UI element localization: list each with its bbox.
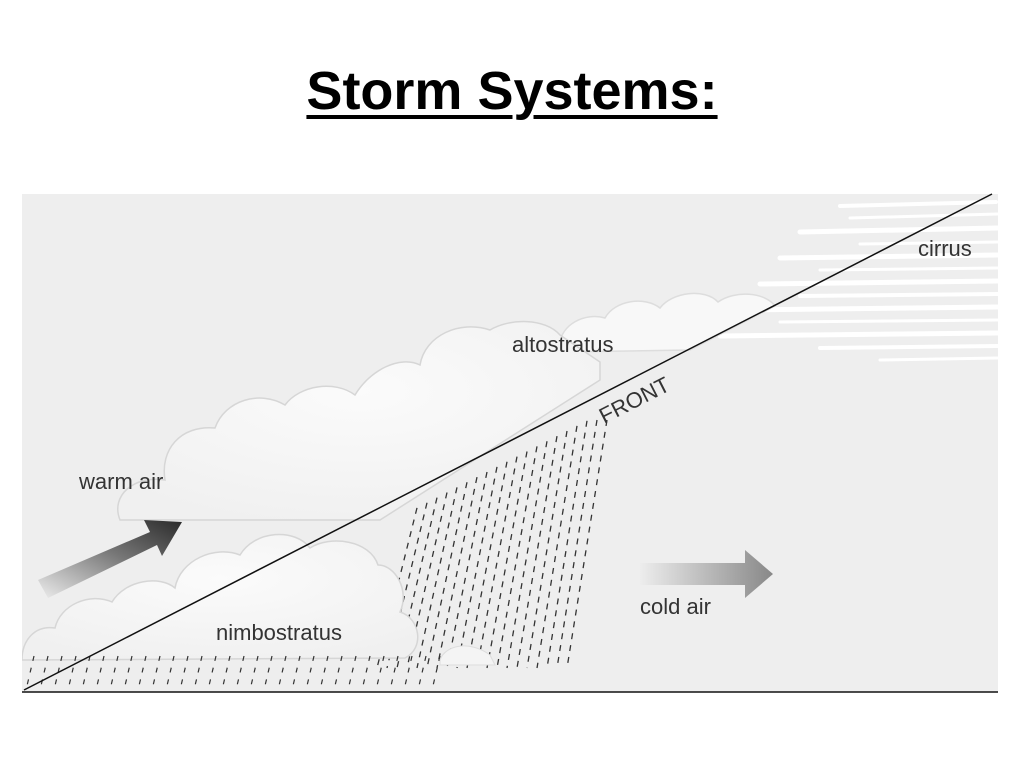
front-line (23, 193, 993, 691)
altostratus-cloud-small (559, 292, 777, 353)
warm-air-arrow (38, 520, 182, 598)
slide-title: Storm Systems: (306, 61, 718, 121)
altostratus-label: altostratus (512, 332, 614, 357)
cirrus-label: cirrus (918, 236, 972, 261)
small-cloud-puff (439, 645, 496, 666)
cirrus-streaks (717, 200, 998, 362)
warm-air-label: warm air (78, 469, 163, 494)
large-cloud-mass (117, 320, 601, 521)
cold-air-label: cold air (640, 594, 711, 619)
nimbostratus-label: nimbostratus (216, 620, 342, 645)
nimbostratus-cloud (22, 533, 419, 661)
cold-air-arrow (640, 550, 773, 598)
